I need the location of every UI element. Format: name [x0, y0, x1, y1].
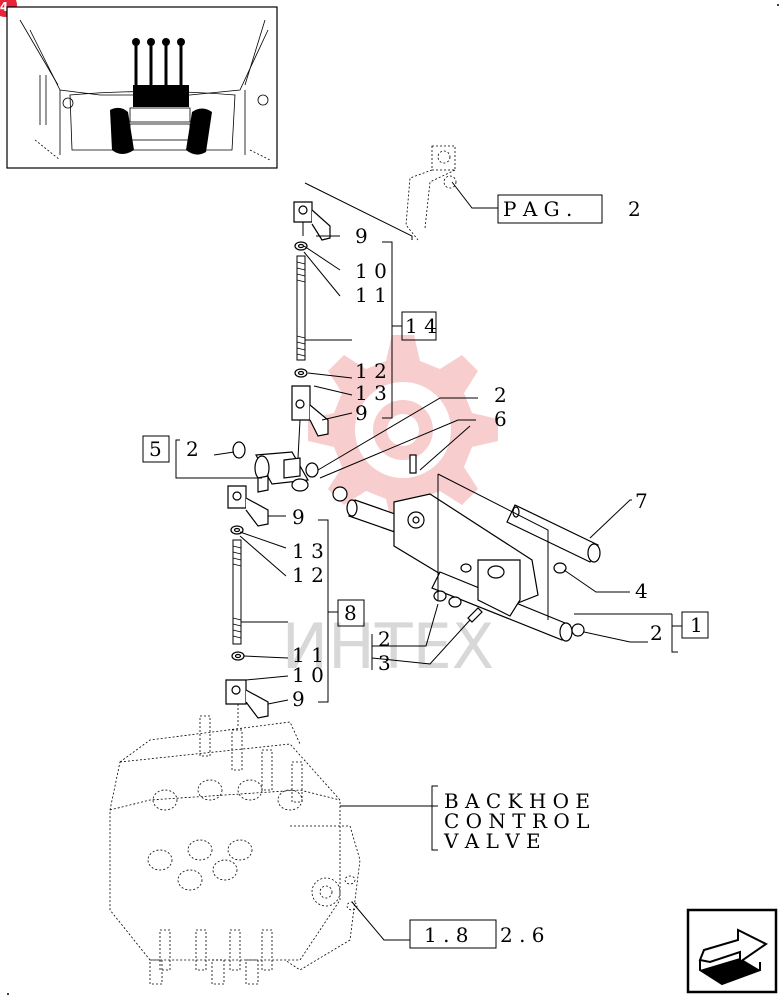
ref-8-label: 8 [344, 601, 357, 625]
callout-7: 7 [635, 489, 648, 513]
callout-3: 3 [378, 651, 391, 675]
ref-5-label: 5 [149, 437, 162, 461]
ref-182-label: 1 . 8 [424, 923, 469, 947]
callout-2-right: 2 [650, 621, 663, 645]
callout-13-upper: 1 3 [355, 381, 387, 405]
valve-label-line3: V A L V E [443, 829, 541, 853]
pag-arm-part [405, 145, 457, 241]
ref-1-label: 1 [690, 613, 703, 637]
valve-label-line2: C O N T R O L [444, 809, 589, 833]
bushing-left [232, 441, 246, 459]
callout-13-low: 1 3 [292, 539, 324, 563]
bushing-center [305, 462, 319, 478]
callout-4: 4 [635, 579, 648, 603]
callout-2-bottom: 2 [378, 627, 391, 651]
callout-2-a: 2 [494, 383, 507, 407]
ref-5-box[interactable]: 5 [142, 435, 170, 463]
callout-10-low: 1 0 [292, 663, 324, 687]
upper-clevis [293, 201, 331, 251]
lower-threaded-rod [232, 539, 242, 645]
callout-12-low: 1 2 [292, 563, 324, 587]
callout-9-low: 9 [292, 505, 305, 529]
upper-threaded-rod [296, 255, 306, 361]
callout-2-left: 2 [186, 437, 199, 461]
callout-12-upper: 1 2 [355, 359, 387, 383]
callout-10-upper: 1 0 [355, 259, 387, 283]
callout-11-upper: 1 1 [355, 283, 387, 307]
callout-9-bottom: 9 [292, 687, 305, 711]
valve-label-line1: B A C K H O E [444, 789, 590, 813]
pivot-lever [254, 451, 309, 493]
ref-pag-box[interactable]: P A G . [497, 194, 603, 224]
callout-6: 6 [494, 407, 507, 431]
mid-clevis [291, 368, 329, 459]
lower-clevis-top [227, 485, 269, 535]
ref-1-box[interactable]: 1 [681, 611, 709, 639]
next-page-arrow-icon[interactable] [686, 908, 778, 994]
callout-9-mid: 9 [355, 401, 368, 425]
ref-8-box[interactable]: 8 [337, 599, 365, 627]
ref-14-box[interactable]: 1 4 [401, 311, 437, 341]
bracket-shaft-assembly [332, 454, 601, 642]
page-badge-number: 4 [0, 0, 8, 14]
callout-11-low: 1 1 [292, 643, 324, 667]
ref-pag-number: 2 [628, 197, 641, 221]
cab-location-thumbnail [6, 6, 278, 169]
lower-clevis-bottom [225, 651, 269, 728]
callout-9-upper: 9 [355, 224, 368, 248]
ref-pag-label: P A G . [503, 197, 572, 221]
ref-182-box[interactable]: 1 . 8 [409, 919, 497, 949]
ref-182-tail: 2 . 6 [500, 923, 545, 947]
ref-14-label: 1 4 [405, 314, 437, 338]
backhoe-control-valve [109, 715, 361, 985]
